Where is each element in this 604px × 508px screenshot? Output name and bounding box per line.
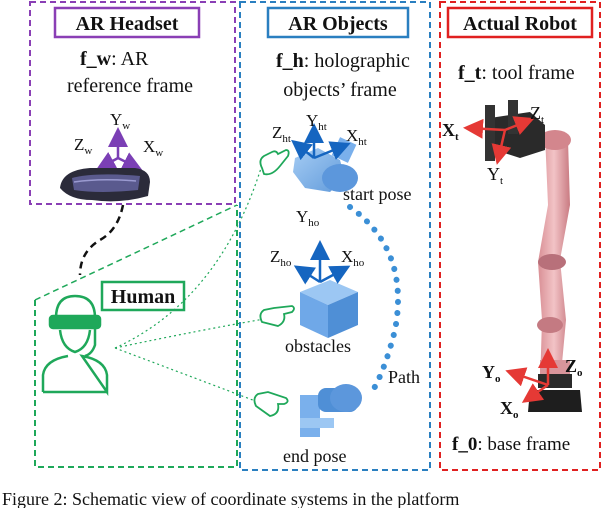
top-z-label: Zht [272,123,291,145]
human-icon [41,294,109,396]
headset-title: AR Headset [76,13,179,35]
objects-title-box [266,6,410,39]
gaze-lines [114,164,271,403]
world-x-axis [117,152,143,171]
world-z-label: Zw [74,135,92,157]
objects-title: AR Objects [288,13,388,35]
top-x-label: Xht [346,126,367,148]
obstacles-label: obstacles [285,336,351,356]
hand-icon-start [259,149,290,176]
mid-hologram-axes: Yho Zho Xho [270,207,365,285]
headset-frame-label: f_w [80,48,112,70]
base-y-label: Yo [482,362,501,385]
motion-path [347,204,401,395]
base-z-label: Zo [565,356,583,379]
headset-title-box [53,6,201,39]
objects-panel: AR Objects f_h: holographic objects’ fra… [239,1,431,471]
headset-panel: AR Headset f_w: AR reference frame Yw Zw… [29,1,236,205]
hand-icon-obstacle [259,305,295,327]
headset-frame-text: f_w: AR [80,48,149,70]
top-y-label: Yht [306,111,327,133]
headset-frame-desc-2: reference frame [67,75,193,97]
tool-frame-text: f_t: tool frame [458,62,575,84]
human-title-box [100,280,186,312]
robot-title: Actual Robot [463,13,577,35]
start-pose-label: start pose [343,184,411,204]
robot-title-box [446,6,594,39]
world-axes: Yw Zw Xw [74,110,163,171]
mid-y-label: Yho [296,207,320,229]
hand-icon-end [253,391,289,417]
path-label: Path [388,367,420,387]
base-frame-axes: Yo Zo Xo [482,348,583,421]
world-x-label: Xw [143,137,163,159]
world-z-axis [95,151,119,171]
mid-x-label: Xho [341,247,365,269]
world-y-label: Yw [110,110,130,132]
tool-frame-axes: Xt Zt Yt [442,103,544,187]
ar-headset-image [60,168,150,202]
human-title: Human [111,286,175,308]
obstacle-cube [300,280,358,338]
mid-z-label: Zho [270,247,292,269]
end-pose-label: end pose [283,446,346,466]
headset-human-link [78,204,125,276]
tool-y-label: Yt [487,164,503,187]
objects-frame-desc-2: objects’ frame [283,79,397,101]
top-hologram-axes: Yht Zht Xht [272,111,367,161]
objects-frame-text: f_h: holographic [276,50,410,72]
figure-caption: Figure 2: Schematic view of coordinate s… [2,489,459,508]
base-frame-text: f_0: base frame [452,434,570,455]
tool-z-label: Zt [530,103,544,126]
base-x-label: Xo [500,398,519,421]
tool-x-label: Xt [442,120,459,143]
robot-panel: Actual Robot f_t: tool frame Xt Zt Yt [439,1,601,471]
end-pose-hologram [300,384,362,437]
headset-frame-desc-1: : AR [111,48,149,70]
human-panel: Human [34,164,271,468]
